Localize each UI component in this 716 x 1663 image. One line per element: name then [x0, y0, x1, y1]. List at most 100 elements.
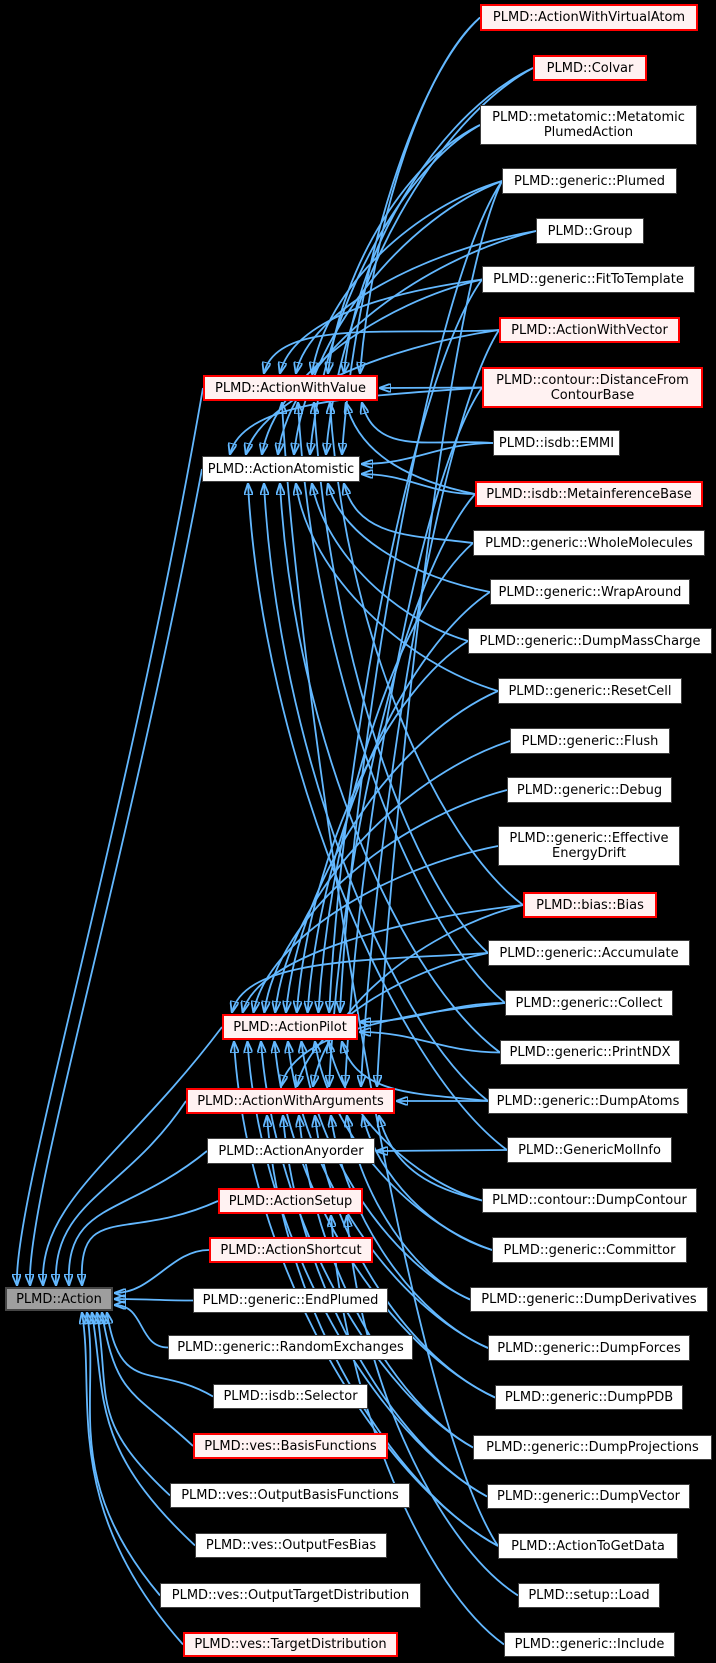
- inheritance-edge-committor-to-action-with-arguments: [363, 1116, 493, 1251]
- class-node-colvar[interactable]: PLMD::Colvar: [533, 55, 647, 81]
- inheritance-edge-whole-molecules-to-action-atomistic: [344, 484, 474, 544]
- inheritance-edge-load-to-action-setup: [347, 1216, 519, 1597]
- inheritance-edge-action-with-value-to-action: [17, 387, 204, 1285]
- inheritance-edge-reset-cell-to-action-pilot: [286, 690, 499, 1012]
- class-node-dump-mass-charge[interactable]: PLMD::generic::DumpMassCharge: [468, 628, 712, 654]
- class-node-basis-functions[interactable]: PLMD::ves::BasisFunctions: [193, 1433, 388, 1459]
- inheritance-edge-action-with-arguments-to-action: [56, 1100, 187, 1285]
- inheritance-edge-reset-cell-to-action-atomistic: [296, 484, 499, 692]
- inheritance-edge-action-with-virtual-atom-to-action-with-value: [360, 16, 481, 374]
- class-node-dump-projections[interactable]: PLMD::generic::DumpProjections: [473, 1435, 712, 1460]
- class-node-action-shortcut[interactable]: PLMD::ActionShortcut: [209, 1237, 373, 1263]
- class-node-action[interactable]: PLMD::Action: [5, 1287, 113, 1311]
- class-node-distance-from-contour-base[interactable]: PLMD::contour::DistanceFrom ContourBase: [482, 367, 703, 408]
- inheritance-edge-group-to-action-atomistic: [278, 230, 537, 454]
- class-node-dump-vector[interactable]: PLMD::generic::DumpVector: [487, 1484, 690, 1509]
- inheritance-edge-output-basis-functions-to-action: [97, 1313, 171, 1497]
- class-node-include[interactable]: PLMD::generic::Include: [504, 1632, 675, 1657]
- inheritance-edge-target-distribution-to-action: [82, 1313, 184, 1646]
- inheritance-edge-output-target-distribution-to-action: [87, 1313, 161, 1597]
- inheritance-edge-distance-from-contour-base-to-action-with-arguments: [345, 386, 483, 1087]
- class-node-action-with-vector[interactable]: PLMD::ActionWithVector: [499, 317, 680, 343]
- class-node-effective-energy-drift[interactable]: PLMD::generic::Effective EnergyDrift: [498, 826, 680, 866]
- inheritance-edge-selector-to-action: [107, 1313, 214, 1398]
- inheritance-edge-emmi-to-action-atomistic: [362, 442, 494, 464]
- inheritance-edge-action-with-virtual-atom-to-action-atomistic: [342, 16, 481, 455]
- inheritance-edge-action-with-vector-to-action-with-arguments: [361, 329, 500, 1086]
- class-node-group[interactable]: PLMD::Group: [536, 218, 644, 244]
- inheritance-edge-action-anyorder-to-action: [69, 1150, 208, 1285]
- class-node-random-exchanges[interactable]: PLMD::generic::RandomExchanges: [168, 1335, 413, 1360]
- class-node-action-with-virtual-atom[interactable]: PLMD::ActionWithVirtualAtom: [480, 4, 698, 31]
- inheritance-edge-basis-functions-to-action: [102, 1313, 194, 1447]
- inheritance-edge-whole-molecules-to-action-pilot: [318, 542, 474, 1012]
- class-node-print-ndx[interactable]: PLMD::generic::PrintNDX: [500, 1040, 680, 1065]
- class-node-dump-contour[interactable]: PLMD::contour::DumpContour: [482, 1188, 697, 1213]
- inheritance-edge-distance-from-contour-base-to-action-atomistic: [230, 386, 483, 455]
- inheritance-edge-flush-to-action-pilot: [275, 740, 511, 1012]
- class-node-dump-derivatives[interactable]: PLMD::generic::DumpDerivatives: [470, 1287, 708, 1312]
- class-node-collect[interactable]: PLMD::generic::Collect: [505, 990, 673, 1016]
- class-node-metainference-base[interactable]: PLMD::isdb::MetainferenceBase: [475, 481, 703, 507]
- inheritance-edge-accumulate-to-action-pilot: [232, 952, 489, 1012]
- class-node-accumulate[interactable]: PLMD::generic::Accumulate: [488, 940, 690, 966]
- inheritance-edge-include-to-action-setup: [331, 1216, 505, 1646]
- class-node-committor[interactable]: PLMD::generic::Committor: [492, 1237, 687, 1263]
- class-node-action-setup[interactable]: PLMD::ActionSetup: [218, 1188, 363, 1214]
- class-node-reset-cell[interactable]: PLMD::generic::ResetCell: [498, 678, 682, 704]
- class-node-fit-to-template[interactable]: PLMD::generic::FitToTemplate: [482, 266, 695, 293]
- inheritance-edge-fit-to-template-to-action-atomistic: [262, 278, 483, 455]
- class-node-emmi[interactable]: PLMD::isdb::EMMI: [493, 430, 620, 456]
- class-node-dump-forces[interactable]: PLMD::generic::DumpForces: [488, 1335, 690, 1361]
- class-node-action-anyorder[interactable]: PLMD::ActionAnyorder: [207, 1138, 375, 1164]
- inheritance-edge-bias-to-action-with-arguments: [313, 904, 524, 1086]
- inheritance-edge-bias-to-action-with-value: [330, 403, 524, 906]
- class-node-dump-pdb[interactable]: PLMD::generic::DumpPDB: [495, 1385, 683, 1410]
- class-node-output-fes-bias[interactable]: PLMD::ves::OutputFesBias: [195, 1533, 387, 1558]
- class-node-bias[interactable]: PLMD::bias::Bias: [523, 892, 657, 918]
- class-node-metatomic-plumed-action[interactable]: PLMD::metatomic::Metatomic PlumedAction: [480, 105, 697, 145]
- class-node-selector[interactable]: PLMD::isdb::Selector: [213, 1384, 368, 1409]
- class-node-output-target-distribution[interactable]: PLMD::ves::OutputTargetDistribution: [160, 1583, 421, 1608]
- inheritance-edge-metatomic-plumed-action-to-action-with-value: [328, 124, 481, 373]
- inheritance-edge-fit-to-template-to-action-pilot: [329, 278, 483, 1013]
- inheritance-edge-dump-atoms-to-action-pilot: [342, 1042, 489, 1102]
- inheritance-edge-dump-mass-charge-to-action-atomistic: [312, 484, 469, 642]
- class-node-action-with-arguments[interactable]: PLMD::ActionWithArguments: [186, 1088, 395, 1114]
- inheritance-edge-print-ndx-to-action-pilot: [360, 1032, 501, 1054]
- class-node-action-to-get-data[interactable]: PLMD::ActionToGetData: [498, 1533, 678, 1559]
- class-node-action-with-value[interactable]: PLMD::ActionWithValue: [203, 375, 378, 401]
- inheritance-edge-emmi-to-action-with-value: [362, 403, 494, 444]
- inheritance-edge-output-fes-bias-to-action: [92, 1313, 196, 1547]
- inheritance-edge-action-to-get-data-to-action-with-value: [282, 403, 499, 1547]
- class-node-dump-atoms[interactable]: PLMD::generic::DumpAtoms: [488, 1088, 688, 1114]
- class-node-action-atomistic[interactable]: PLMD::ActionAtomistic: [202, 456, 360, 482]
- inheritance-edge-effective-energy-drift-to-action-pilot: [254, 845, 499, 1012]
- inheritance-edge-wrap-around-to-action-atomistic: [328, 484, 491, 593]
- inheritance-edge-action-with-vector-to-action-with-value: [264, 329, 500, 373]
- class-node-target-distribution[interactable]: PLMD::ves::TargetDistribution: [183, 1632, 398, 1657]
- inheritance-edge-dump-contour-to-action-with-arguments: [379, 1116, 483, 1202]
- inheritance-edge-dump-mass-charge-to-action-pilot: [297, 640, 469, 1012]
- inheritance-edge-random-exchanges-to-action: [115, 1305, 169, 1349]
- inheritance-edge-generic-plumed-to-action-atomistic: [294, 180, 503, 454]
- inheritance-edge-action-atomistic-to-action: [30, 468, 203, 1285]
- class-node-wrap-around[interactable]: PLMD::generic::WrapAround: [490, 579, 690, 605]
- inheritance-edge-action-setup-to-action: [82, 1200, 219, 1285]
- class-node-whole-molecules[interactable]: PLMD::generic::WholeMolecules: [473, 530, 705, 556]
- inheritance-edge-action-shortcut-to-action: [115, 1249, 210, 1293]
- class-node-debug[interactable]: PLMD::generic::Debug: [507, 777, 672, 803]
- class-node-load[interactable]: PLMD::setup::Load: [518, 1583, 660, 1608]
- class-node-generic-plumed[interactable]: PLMD::generic::Plumed: [502, 168, 677, 194]
- class-node-end-plumed[interactable]: PLMD::generic::EndPlumed: [193, 1288, 388, 1313]
- class-node-flush[interactable]: PLMD::generic::Flush: [510, 728, 670, 754]
- class-node-action-pilot[interactable]: PLMD::ActionPilot: [222, 1014, 358, 1040]
- class-node-output-basis-functions[interactable]: PLMD::ves::OutputBasisFunctions: [170, 1483, 410, 1508]
- inheritance-edge-metainference-base-to-action-with-arguments: [329, 493, 476, 1086]
- inheritance-edge-metainference-base-to-action-atomistic: [362, 474, 476, 495]
- inheritance-edge-metainference-base-to-action-with-value: [346, 403, 476, 495]
- inheritance-edge-dump-projections-to-action-with-arguments: [299, 1116, 474, 1449]
- class-node-generic-mol-info[interactable]: PLMD::GenericMolInfo: [507, 1137, 672, 1163]
